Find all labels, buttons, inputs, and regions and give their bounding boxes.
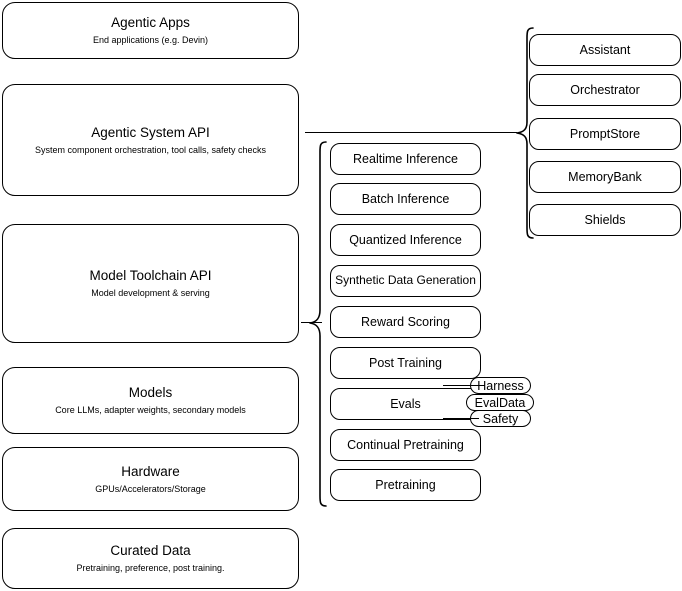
- component-box-assistant[interactable]: Assistant: [529, 34, 681, 66]
- pill-label: Harness: [477, 378, 524, 393]
- component-box-shields[interactable]: Shields: [529, 204, 681, 236]
- layer-subtitle: End applications (e.g. Devin): [92, 35, 209, 46]
- layer-box-agentic-system-api[interactable]: Agentic System API System component orch…: [2, 84, 299, 196]
- component-label: Realtime Inference: [353, 152, 458, 166]
- connector-system-api-to-components: [305, 132, 517, 133]
- component-label: Post Training: [369, 356, 442, 370]
- component-box-evals[interactable]: Evals: [330, 388, 481, 420]
- component-box-memorybank[interactable]: MemoryBank: [529, 161, 681, 193]
- component-label: Continual Pretraining: [347, 438, 464, 452]
- layer-box-curated-data[interactable]: Curated Data Pretraining, preference, po…: [2, 528, 299, 589]
- layer-box-agentic-apps[interactable]: Agentic Apps End applications (e.g. Devi…: [2, 2, 299, 59]
- layer-title: Model Toolchain API: [89, 268, 212, 284]
- component-box-reward-scoring[interactable]: Reward Scoring: [330, 306, 481, 338]
- brace-toolchain-components: [309, 141, 327, 507]
- pill-evaldata[interactable]: EvalData: [466, 394, 534, 411]
- component-label: Pretraining: [375, 478, 436, 492]
- component-label: MemoryBank: [568, 170, 642, 184]
- component-label: Assistant: [579, 43, 631, 57]
- layer-subtitle: System component orchestration, tool cal…: [34, 144, 267, 155]
- component-label: Orchestrator: [570, 83, 640, 97]
- layer-box-models[interactable]: Models Core LLMs, adapter weights, secon…: [2, 367, 299, 434]
- component-box-realtime-inference[interactable]: Realtime Inference: [330, 143, 481, 175]
- layer-subtitle: GPUs/Accelerators/Storage: [95, 483, 206, 494]
- component-box-orchestrator[interactable]: Orchestrator: [529, 74, 681, 106]
- component-label: Synthetic Data Generation: [335, 273, 476, 288]
- pill-harness[interactable]: Harness: [470, 377, 531, 394]
- component-box-quantized-inference[interactable]: Quantized Inference: [330, 224, 481, 256]
- component-box-pretraining[interactable]: Pretraining: [330, 469, 481, 501]
- layer-title: Curated Data: [110, 543, 191, 559]
- component-box-post-training[interactable]: Post Training: [330, 347, 481, 379]
- component-box-promptstore[interactable]: PromptStore: [529, 118, 681, 150]
- layer-subtitle: Core LLMs, adapter weights, secondary mo…: [55, 405, 246, 416]
- layer-title: Models: [128, 385, 173, 401]
- component-box-synthetic-data-generation[interactable]: Synthetic Data Generation: [330, 265, 481, 297]
- layer-title: Hardware: [121, 463, 180, 479]
- pill-safety[interactable]: Safety: [470, 410, 531, 427]
- component-box-continual-pretraining[interactable]: Continual Pretraining: [330, 429, 481, 461]
- pill-label: EvalData: [474, 395, 526, 410]
- component-label: Evals: [390, 397, 421, 411]
- component-label: Quantized Inference: [349, 233, 462, 247]
- connector-evals-to-safety: [443, 418, 479, 419]
- component-label: Reward Scoring: [361, 315, 450, 329]
- component-box-batch-inference[interactable]: Batch Inference: [330, 183, 481, 215]
- pill-label: Safety: [482, 411, 519, 426]
- component-label: PromptStore: [569, 127, 641, 141]
- component-label: Batch Inference: [361, 192, 450, 206]
- component-label: Shields: [584, 213, 626, 227]
- layer-subtitle: Pretraining, preference, post training.: [76, 563, 225, 574]
- brace-system-components: [516, 27, 534, 239]
- layer-box-model-toolchain-api[interactable]: Model Toolchain API Model development & …: [2, 224, 299, 343]
- connector-evals-to-harness: [443, 385, 479, 386]
- layer-title: Agentic Apps: [111, 15, 190, 31]
- layer-subtitle: Model development & serving: [91, 288, 210, 299]
- layer-title: Agentic System API: [91, 124, 210, 140]
- layer-box-hardware[interactable]: Hardware GPUs/Accelerators/Storage: [2, 447, 299, 511]
